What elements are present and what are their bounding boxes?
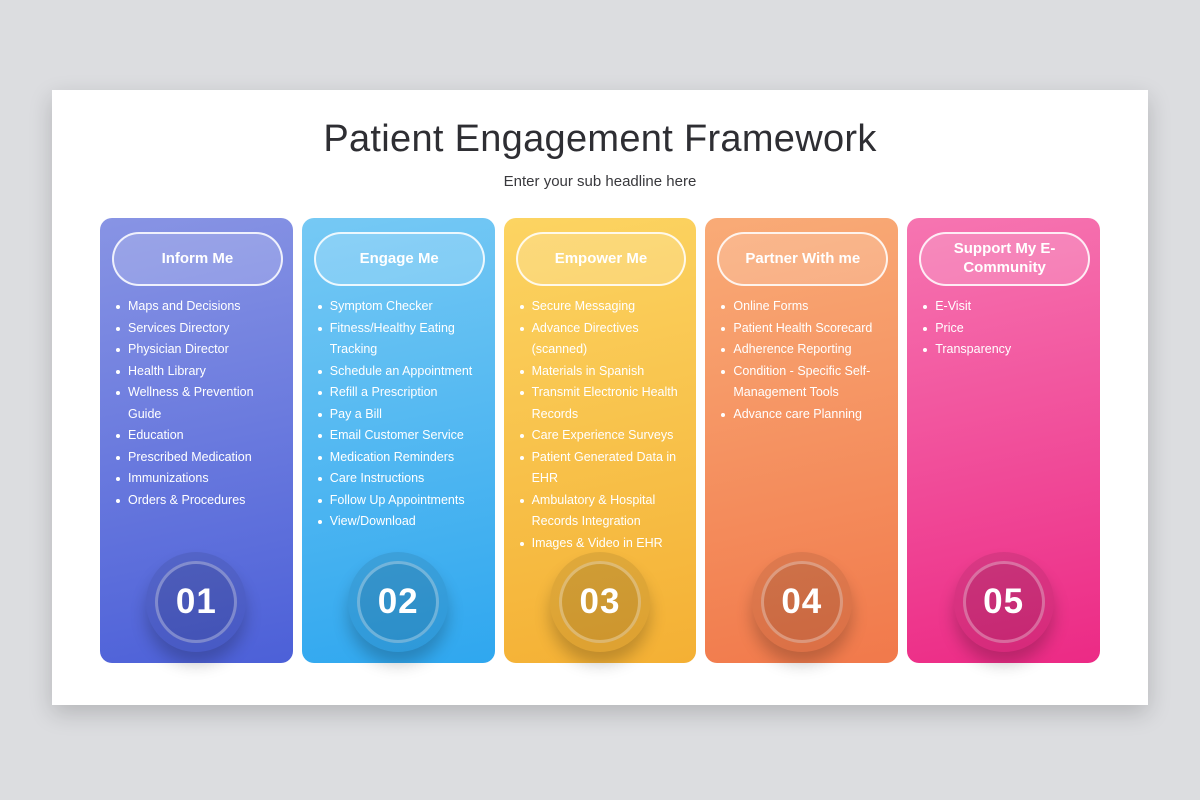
card-title-pill: Support My E-Community — [919, 232, 1090, 286]
card-title-pill: Inform Me — [112, 232, 283, 286]
card-number: 04 — [760, 561, 843, 643]
card-number-badge: 01 — [146, 552, 247, 652]
card-item: Education — [114, 425, 285, 447]
card-item: Email Customer Service — [316, 425, 487, 447]
card-item: Condition - Specific Self-Management Too… — [719, 361, 890, 404]
card-number: 03 — [558, 561, 641, 643]
card-item: Care Experience Surveys — [518, 425, 689, 447]
card-item: Transparency — [921, 339, 1092, 361]
page-title: Patient Engagement Framework — [323, 118, 877, 160]
card-item: Schedule an Appointment — [316, 361, 487, 383]
card-item: Pay a Bill — [316, 404, 487, 426]
card-number: 01 — [155, 561, 238, 643]
card-item: Advance care Planning — [719, 404, 890, 426]
card-item: Orders & Procedures — [114, 490, 285, 512]
card-item: View/Download — [316, 511, 487, 533]
card-item: Online Forms — [719, 296, 890, 318]
card-item: Patient Health Scorecard — [719, 318, 890, 340]
card-title-pill: Partner With me — [717, 232, 889, 286]
card-number: 02 — [357, 561, 440, 643]
card-item: Services Directory — [114, 318, 285, 340]
card-item: Medication Reminders — [316, 447, 487, 469]
card-number: 05 — [962, 561, 1045, 643]
card-item: Fitness/Healthy Eating Tracking — [316, 318, 487, 361]
card-number-badge: 03 — [549, 552, 650, 652]
card-item: Patient Generated Data in EHR — [518, 447, 689, 490]
card-item: Images & Video in EHR — [518, 533, 689, 555]
card-item: Physician Director — [114, 339, 285, 361]
card-number-badge: 02 — [348, 552, 449, 652]
card-item: Wellness & Prevention Guide — [114, 382, 285, 425]
card-item: E-Visit — [921, 296, 1092, 318]
card-title-pill: Empower Me — [515, 232, 687, 286]
card-item: Materials in Spanish — [518, 361, 689, 383]
card-title-pill: Engage Me — [313, 232, 485, 286]
card-item: Advance Directives (scanned) — [518, 318, 689, 361]
page-subtitle: Enter your sub headline here — [503, 173, 697, 190]
card-item: Transmit Electronic Health Records — [518, 382, 689, 425]
card-item: Maps and Decisions — [114, 296, 285, 318]
card-item: Adherence Reporting — [719, 339, 890, 361]
card-item: Immunizations — [114, 468, 285, 490]
card-item: Prescribed Medication — [114, 447, 285, 469]
card-item: Care Instructions — [316, 468, 487, 490]
slide-canvas: Patient Engagement Framework Enter your … — [52, 90, 1148, 705]
card-item: Price — [921, 318, 1092, 340]
card-number-badge: 04 — [751, 552, 852, 652]
card-item: Health Library — [114, 361, 285, 383]
card-item: Refill a Prescription — [316, 382, 487, 404]
card-item: Follow Up Appointments — [316, 490, 487, 512]
card-item: Ambulatory & Hospital Records Integratio… — [518, 490, 689, 533]
card-item: Secure Messaging — [518, 296, 689, 318]
card-item: Symptom Checker — [316, 296, 487, 318]
card-number-badge: 05 — [953, 552, 1054, 652]
